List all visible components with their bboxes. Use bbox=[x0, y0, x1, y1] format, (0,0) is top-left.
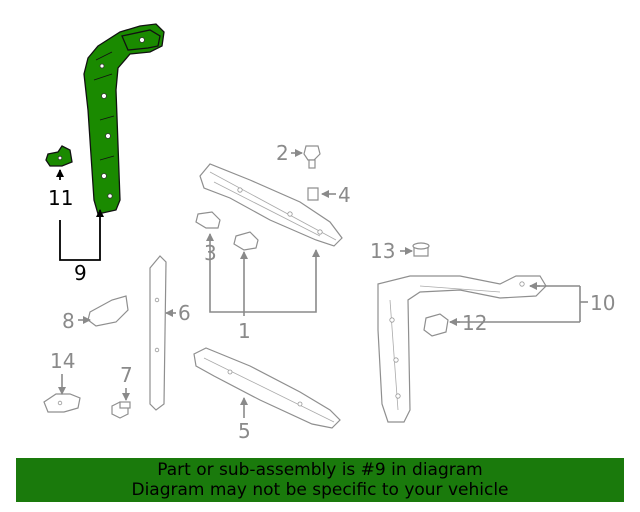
callout-8: 8 bbox=[62, 309, 75, 333]
callout-13: 13 bbox=[370, 239, 395, 263]
part-5-lower-support[interactable] bbox=[193, 347, 341, 429]
part-6-seal-strip[interactable] bbox=[149, 255, 167, 411]
notice-banner: Part or sub-assembly is #9 in diagram Di… bbox=[16, 458, 624, 502]
part-3-bracket[interactable] bbox=[195, 211, 259, 251]
part-13-grommet[interactable] bbox=[412, 242, 430, 257]
part-7-bolt[interactable] bbox=[111, 401, 131, 419]
callout-9: 9 bbox=[74, 261, 87, 285]
part-4-clip[interactable] bbox=[307, 187, 319, 201]
part-14-bracket[interactable] bbox=[43, 393, 81, 413]
callout-1: 1 bbox=[238, 319, 251, 343]
callout-12: 12 bbox=[462, 311, 487, 335]
callout-11: 11 bbox=[48, 186, 73, 210]
part-1-upper-support[interactable] bbox=[199, 163, 343, 247]
part-2-bolt[interactable] bbox=[303, 145, 321, 169]
callout-10: 10 bbox=[590, 291, 615, 315]
leader-lines bbox=[56, 149, 588, 418]
callout-5: 5 bbox=[238, 419, 251, 443]
callout-3: 3 bbox=[204, 241, 217, 265]
banner-line-1: Part or sub-assembly is #9 in diagram bbox=[157, 460, 483, 480]
callout-14: 14 bbox=[50, 349, 75, 373]
banner-line-2: Diagram may not be specific to your vehi… bbox=[131, 480, 509, 500]
part-12-bracket[interactable] bbox=[423, 313, 449, 337]
callout-2: 2 bbox=[276, 141, 289, 165]
callout-6: 6 bbox=[178, 301, 191, 325]
part-9-radiator-support-side[interactable] bbox=[83, 23, 165, 215]
callout-7: 7 bbox=[120, 363, 133, 387]
part-8-bracket[interactable] bbox=[87, 295, 129, 327]
callout-4: 4 bbox=[338, 183, 351, 207]
part-11-bracket[interactable] bbox=[45, 145, 73, 167]
part-10-side-support[interactable] bbox=[377, 275, 547, 423]
